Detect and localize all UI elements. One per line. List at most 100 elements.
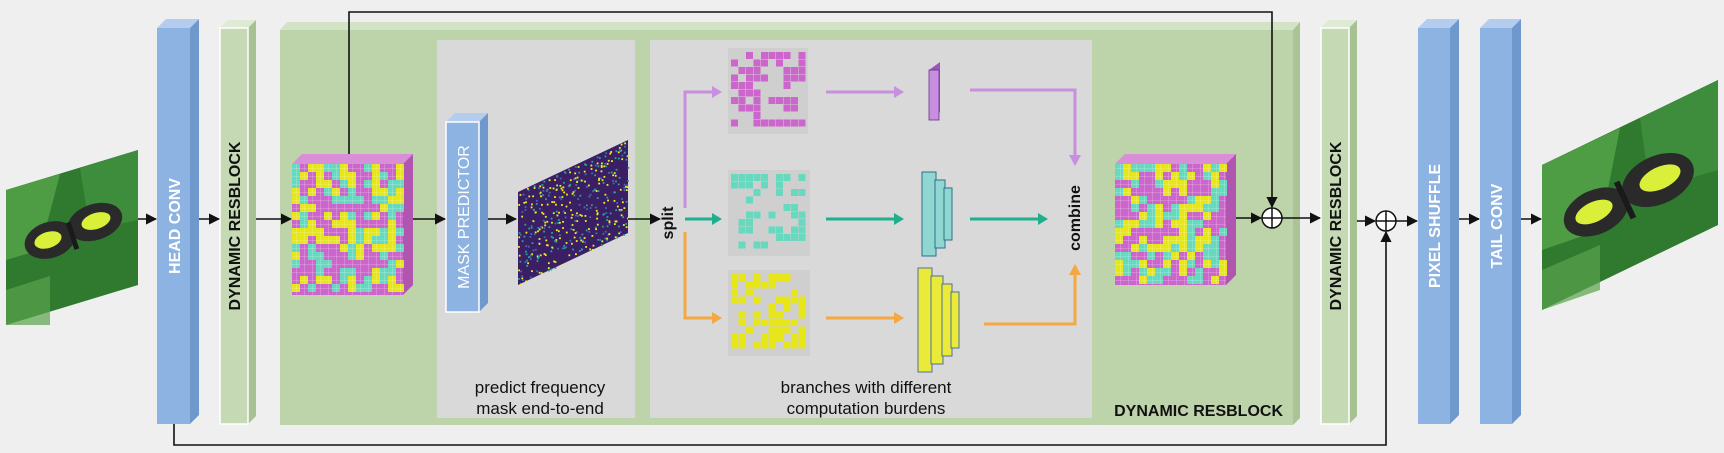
mask-pixel <box>554 179 556 181</box>
mask-pixel <box>530 226 533 229</box>
mask-pixel <box>545 239 548 242</box>
mask-pixel <box>618 225 620 228</box>
tile-cell <box>761 59 768 67</box>
tile-cell <box>761 181 768 189</box>
tile-cell <box>768 226 776 234</box>
mask-pixel <box>591 248 594 251</box>
mask-pixel <box>563 191 566 194</box>
mask-pixel <box>615 168 618 171</box>
mask-pixel <box>550 217 553 220</box>
mask-pixel <box>600 177 602 180</box>
mask-pixel <box>521 211 524 213</box>
tile-cell <box>798 341 806 349</box>
mask-pixel <box>626 184 629 187</box>
mask-pixel <box>568 168 570 171</box>
mask-pixel <box>623 145 626 148</box>
mask-pixel <box>580 249 583 252</box>
mask-pixel <box>555 240 558 243</box>
mask-pixel <box>603 165 606 168</box>
mask-pixel <box>540 272 543 275</box>
tile-cell <box>738 67 746 74</box>
mask-pixel <box>520 283 522 286</box>
mask-pixel <box>523 201 526 204</box>
mask-pixel <box>626 155 628 158</box>
mask-pixel <box>539 207 541 210</box>
mask-pixel <box>538 271 541 274</box>
mask-pixel <box>539 254 542 257</box>
mask-pixel <box>583 206 586 209</box>
mask-pixel <box>531 203 533 206</box>
mask-pixel <box>546 244 548 247</box>
mask-pixel <box>518 232 521 234</box>
mask-pixel <box>560 198 563 201</box>
mask-pixel <box>521 279 524 282</box>
tile-cell <box>753 74 761 82</box>
mask-pixel <box>585 164 587 166</box>
tile-cell <box>798 189 806 196</box>
mask-pixel <box>607 159 610 162</box>
tile-cell <box>783 67 791 74</box>
mask-pixel <box>627 166 630 169</box>
mask-pixel <box>583 170 586 173</box>
mask-pixel <box>609 212 612 215</box>
mask-pixel <box>552 212 555 215</box>
mask-pixel <box>544 215 547 218</box>
mask-pixel <box>542 186 545 189</box>
tile-cell <box>798 211 806 219</box>
mask-pixel <box>534 248 537 251</box>
mask-pixel <box>597 190 600 193</box>
tile-cell <box>738 341 746 349</box>
mask-pixel <box>619 188 622 191</box>
mask-pixel <box>555 239 558 241</box>
mask-pixel <box>579 194 582 197</box>
mask-pixel <box>576 181 578 183</box>
tile-cell <box>746 52 753 59</box>
mask-pixel <box>551 201 554 203</box>
mask-pixel <box>559 177 562 180</box>
mask-pixel <box>555 189 558 191</box>
mask-pixel <box>556 175 559 178</box>
mask-pixel <box>613 191 615 194</box>
dynamic-resblock-1-label: DYNAMIC RESBLOCK <box>227 141 244 310</box>
mask-pixel <box>543 253 546 255</box>
mask-pixel <box>599 239 602 241</box>
mask-pixel <box>518 269 521 272</box>
flow-arrows <box>138 11 1543 446</box>
mask-pixel <box>546 203 549 206</box>
tile-cell <box>746 181 753 189</box>
tile-cell <box>746 104 753 112</box>
mask-pixel <box>610 171 613 174</box>
mask-pixel <box>604 193 607 196</box>
mask-pixel <box>569 179 572 182</box>
mask-pixel <box>556 214 559 217</box>
mask-pixel <box>577 187 580 189</box>
mask-pixel <box>546 220 549 223</box>
mask-pixel <box>618 176 621 179</box>
mask-pixel <box>539 185 542 188</box>
mask-pixel <box>595 190 598 192</box>
tile-cell <box>776 226 783 234</box>
mask-pixel <box>562 227 564 229</box>
mask-pixel <box>580 179 583 182</box>
mask-pixel <box>590 164 593 167</box>
mask-pixel <box>584 173 587 176</box>
tile-cell <box>791 341 798 349</box>
mask-pixel <box>544 221 547 224</box>
mask-pixel <box>582 239 585 242</box>
mask-pixel <box>624 142 627 145</box>
mask-pixel <box>601 240 604 243</box>
mask-pixel <box>548 226 551 229</box>
magenta-conv-block <box>928 62 940 121</box>
mask-pixel <box>548 179 551 182</box>
tile-cell <box>798 226 806 234</box>
mask-pixel <box>526 187 529 190</box>
dynamic-resblock-2: DYNAMIC RESBLOCK <box>1320 20 1357 425</box>
mask-pixel <box>527 262 530 265</box>
tile-cell <box>738 296 746 304</box>
mask-pixel <box>596 212 599 215</box>
tile-cell <box>768 304 776 311</box>
mask-pixel <box>530 206 533 209</box>
mask-pixel <box>565 246 568 249</box>
mask-pixel <box>525 280 528 283</box>
mask-pixel <box>606 163 609 165</box>
